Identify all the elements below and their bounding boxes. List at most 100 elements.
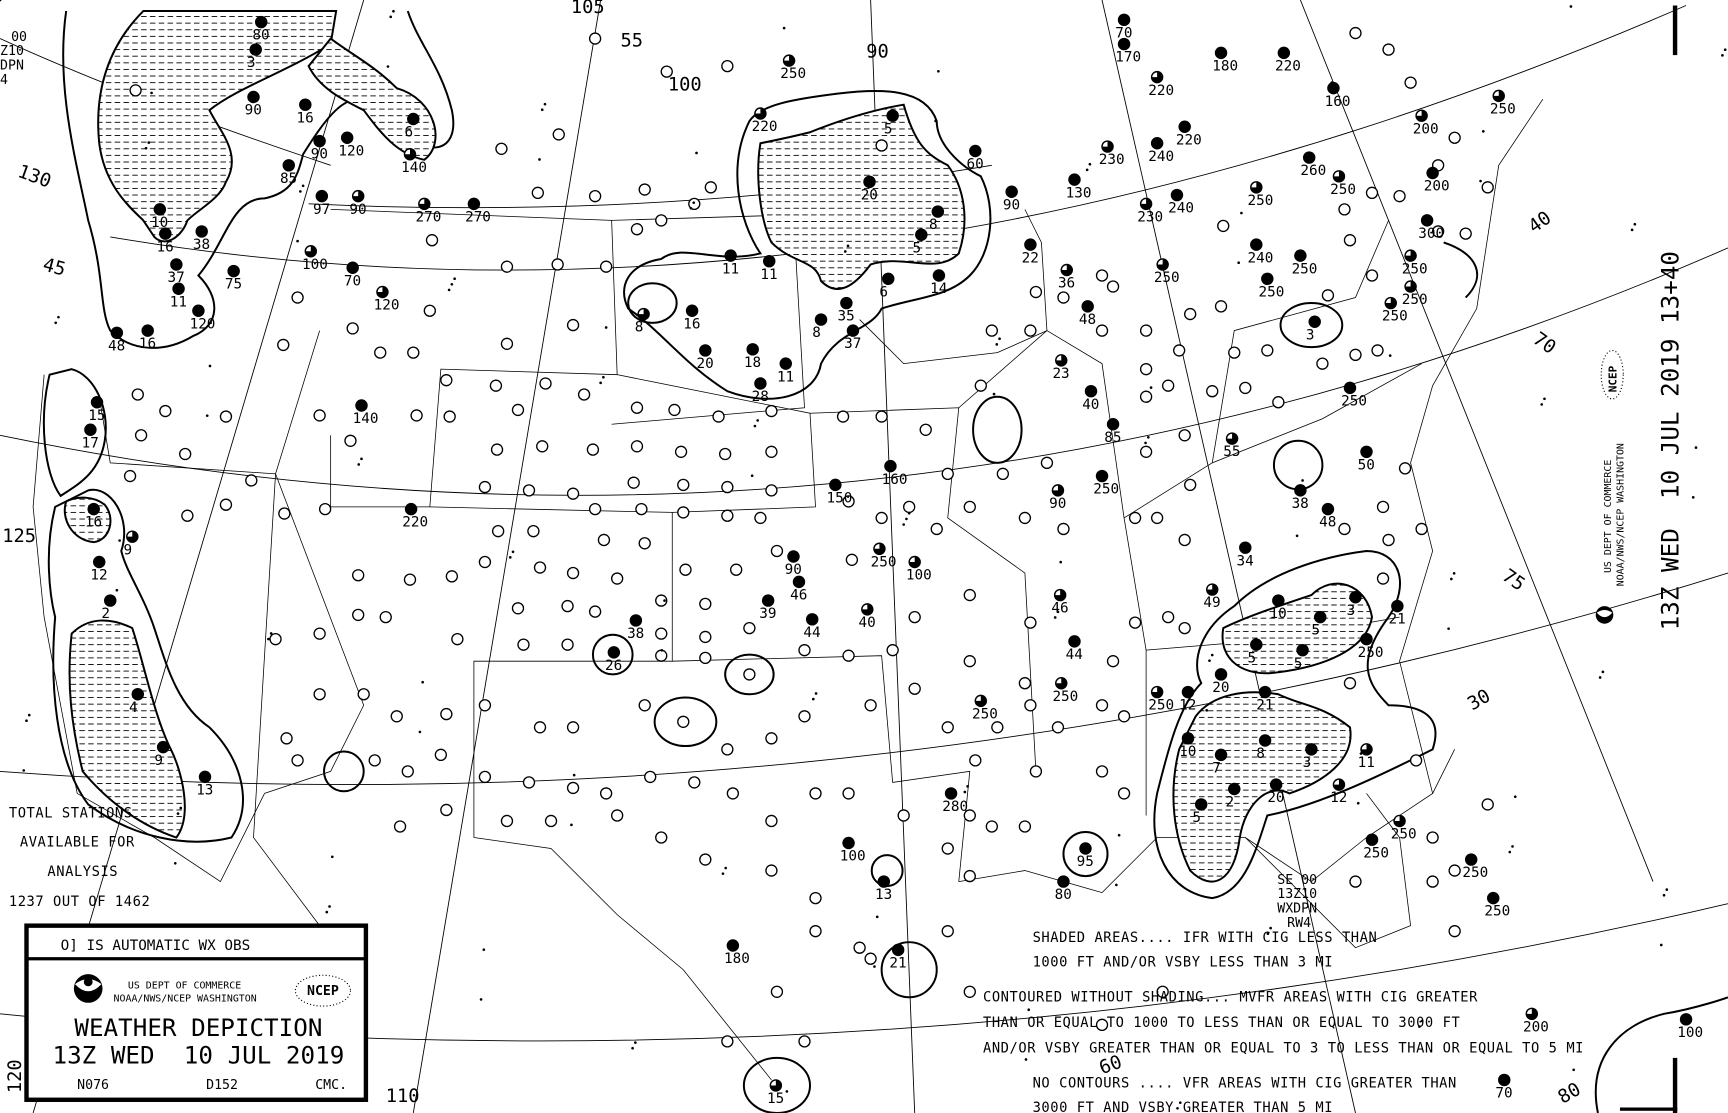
grid-label: 120 [5, 1059, 26, 1093]
clear-sky-station-icon [440, 374, 453, 387]
clear-sky-station-icon [478, 555, 492, 569]
station-plot: 90 [785, 550, 802, 578]
ceiling-label: 70 [1495, 1086, 1512, 1102]
ceiling-label: 12 [1330, 790, 1347, 806]
reporting-point-dot [1301, 479, 1304, 482]
reporting-point-dot [0, 0, 2, 2]
station-plot: 40 [858, 603, 876, 631]
ceiling-label: 14 [930, 281, 947, 297]
clear-sky-station-icon [599, 787, 613, 800]
clear-sky-station-icon [897, 809, 910, 822]
clear-sky-station-icon [991, 721, 1004, 734]
clear-sky-station-icon [726, 787, 740, 800]
sky-cover-overcast-icon [1106, 418, 1120, 431]
reporting-point-dot [389, 15, 393, 19]
ceiling-label: 3 [1303, 755, 1312, 771]
sky-cover-overcast-icon [724, 249, 737, 262]
station-plot: 15 [88, 395, 105, 424]
reporting-point-dot [115, 588, 119, 592]
ceiling-label: 240 [1247, 250, 1273, 266]
sky-cover-overcast-icon [1360, 445, 1373, 459]
station-plot: 11 [1358, 743, 1375, 771]
station-plot: 3 [1306, 315, 1321, 343]
station-plot: 97 [313, 189, 330, 218]
clear-sky-station-icon [390, 710, 403, 723]
clear-sky-station-icon [875, 511, 888, 525]
reporting-point-dot [267, 637, 270, 641]
ceiling-label: 48 [108, 338, 125, 354]
summary-line: 1237 OUT OF 1462 [9, 894, 150, 910]
clear-sky-station-icon [1272, 396, 1285, 409]
code-line: WXDPN [1277, 901, 1317, 916]
ceiling-label: 230 [1099, 152, 1125, 168]
station-plot: 220 [402, 502, 428, 531]
station-plot: 100 [302, 245, 328, 273]
ceiling-label: 250 [1402, 261, 1428, 277]
code-line: SE 00 [1277, 873, 1317, 888]
station-plot: 250 [1341, 381, 1367, 410]
clear-sky-station-icon [500, 337, 514, 350]
grid-label: 75 [1498, 565, 1529, 595]
reporting-point-dot [1694, 446, 1698, 449]
station-plot: 220 [1176, 120, 1202, 148]
ceiling-label: 240 [1148, 149, 1174, 165]
sky-cover-overcast-icon [1178, 120, 1191, 133]
chart-title: WEATHER DEPICTION [74, 1013, 322, 1042]
clear-sky-station-icon [1139, 324, 1153, 337]
ceiling-label: 250 [1402, 292, 1428, 308]
clear-sky-station-icon [291, 754, 304, 767]
stations-summary: TOTAL STATIONS AVAILABLE FOR ANALYSIS 12… [9, 806, 150, 910]
ceiling-label: 8 [1256, 746, 1265, 762]
reporting-point-dot [205, 414, 209, 417]
sky-cover-broken-icon [754, 107, 767, 120]
ceiling-label: 16 [85, 515, 102, 531]
clear-sky-station-icon [539, 377, 552, 390]
ceiling-label: 250 [780, 66, 806, 82]
reporting-point-dot [814, 692, 818, 695]
clear-sky-station-icon [1161, 379, 1175, 392]
ceiling-label: 250 [871, 554, 897, 570]
reporting-point-dot [118, 539, 121, 542]
ceiling-label: 5 [1247, 650, 1256, 666]
clear-sky-station-icon [440, 803, 453, 817]
sky-cover-overcast-icon [1420, 214, 1434, 227]
ceiling-label: 17 [82, 435, 99, 451]
sky-cover-overcast-icon [932, 269, 946, 282]
station-plot: 37 [168, 258, 185, 286]
station-plot: 34 [1236, 541, 1254, 569]
station-plot: 180 [1212, 46, 1238, 75]
clear-sky-station-icon [638, 699, 651, 712]
clear-sky-station-icon [908, 682, 921, 695]
station-plot: 38 [627, 614, 644, 642]
ceiling-label: 170 [1115, 50, 1141, 66]
clear-sky-station-icon [495, 142, 508, 155]
clear-sky-station-icon [1024, 324, 1037, 337]
station-plot: 250 [1052, 677, 1078, 705]
clear-sky-station-icon [401, 765, 414, 778]
clear-sky-station-icon [1057, 522, 1070, 536]
sky-cover-overcast-icon [746, 343, 759, 356]
station-plot: 9 [154, 740, 170, 769]
clear-sky-station-icon [500, 814, 514, 828]
station-plot: 250 [1292, 249, 1317, 277]
clear-sky-station-icon [586, 443, 600, 456]
clear-sky-station-icon [1214, 300, 1228, 313]
station-plot: 100 [840, 836, 866, 865]
legend-contoured-1: CONTOURED WITHOUT SHADING... MVFR AREAS … [983, 990, 1478, 1006]
reporting-point-dot [570, 823, 573, 827]
reporting-point-dot [1513, 795, 1517, 799]
station-plot: 140 [353, 399, 379, 427]
reporting-point-dot [511, 550, 515, 554]
clear-sky-station-icon [1018, 820, 1032, 833]
sky-cover-overcast-icon [792, 575, 806, 589]
clear-sky-station-icon [969, 754, 982, 767]
station-plot: 120 [338, 131, 364, 159]
reporting-point-dot [902, 523, 905, 526]
station-plot: 220 [1148, 70, 1174, 99]
station-plot: 270 [465, 197, 491, 225]
clear-sky-station-icon [1117, 787, 1131, 800]
legend-contoured-3: AND/OR VSBY GREATER THAN OR EQUAL TO 3 T… [983, 1040, 1584, 1056]
reporting-point-dot [360, 457, 363, 461]
ceiling-label: 250 [1154, 270, 1180, 286]
